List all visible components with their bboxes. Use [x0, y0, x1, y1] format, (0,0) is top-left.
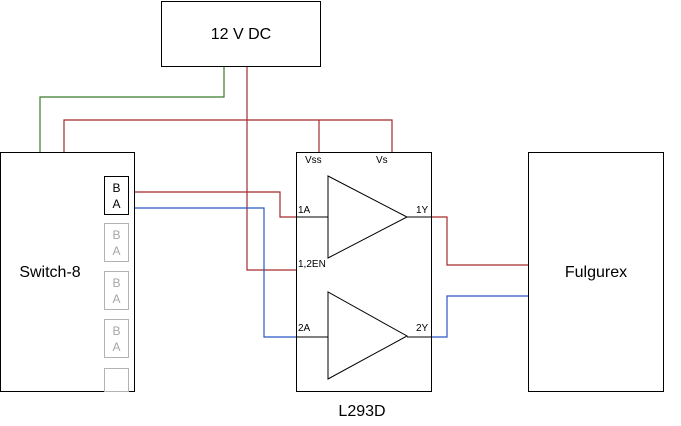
switch-port-4[interactable] — [104, 319, 129, 358]
switch-port-5[interactable] — [104, 368, 129, 392]
pin-vss-label: Vss — [305, 155, 322, 166]
driver-label: L293D — [338, 403, 385, 420]
switch-port-4-b: B — [112, 324, 120, 338]
pin-1y-label: 1Y — [416, 205, 429, 216]
switch-label: Switch-8 — [19, 264, 80, 281]
load-label: Fulgurex — [565, 264, 627, 281]
buffer-2-triangle — [327, 291, 409, 380]
switch-port-2-b: B — [112, 228, 120, 242]
switch-port-3[interactable] — [104, 271, 129, 310]
switch-port-2[interactable] — [104, 223, 129, 262]
pin-2y-label: 2Y — [416, 323, 429, 334]
load-box — [528, 152, 664, 392]
switch-port-3-a: A — [112, 292, 120, 306]
pin-en-label: 1,2EN — [298, 259, 326, 270]
power-supply-label: 12 V DC — [211, 26, 271, 43]
switch-port-1-b: B — [112, 181, 120, 195]
switch-port-2-a: A — [112, 244, 120, 258]
switch-port-1[interactable] — [104, 176, 129, 215]
switch-port-4-a: A — [112, 340, 120, 354]
power-bus-wire — [63, 119, 393, 152]
pin-vs-label: Vs — [376, 155, 388, 166]
ground-wire — [39, 66, 225, 152]
pin-1a-label: 1A — [298, 205, 311, 216]
switch-port-1-a: A — [112, 197, 120, 211]
pin-2a-label: 2A — [298, 323, 311, 334]
power-supply-box — [161, 1, 321, 67]
switch-port-3-b: B — [112, 276, 120, 290]
